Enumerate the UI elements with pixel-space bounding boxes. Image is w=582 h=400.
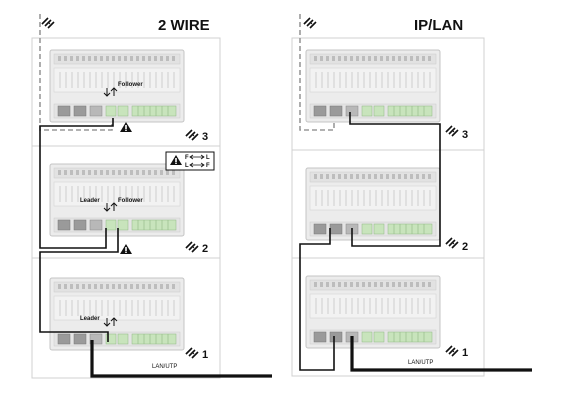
antenna-icon bbox=[445, 345, 459, 357]
panel-1 bbox=[31, 257, 221, 379]
label-leader-1: Leader bbox=[80, 316, 100, 322]
svg-text:F: F bbox=[206, 163, 210, 169]
lan-cable-right bbox=[350, 336, 532, 372]
arrow-up-icon bbox=[110, 87, 118, 96]
arrow-down-icon bbox=[103, 203, 111, 212]
antenna-icon bbox=[41, 17, 55, 29]
warning-icon bbox=[120, 122, 132, 132]
svg-text:L: L bbox=[206, 155, 210, 161]
unit-number-3: 3 bbox=[202, 131, 208, 143]
dashed-boundary bbox=[39, 14, 113, 131]
label-follower-3: Follower bbox=[118, 82, 143, 88]
device-1 bbox=[49, 277, 185, 351]
lan-chain bbox=[299, 112, 441, 371]
title-2wire: 2 WIRE bbox=[158, 17, 210, 34]
antenna-icon bbox=[185, 241, 199, 253]
two-wire-bus bbox=[39, 118, 119, 342]
arrow-up-icon bbox=[110, 202, 118, 211]
leader-follower-swap-box: F L L F bbox=[165, 151, 215, 171]
label-follower-2: Follower bbox=[118, 198, 143, 204]
arrow-down-icon bbox=[103, 88, 111, 97]
lan-cable-left bbox=[90, 340, 272, 378]
unit-number-2: 2 bbox=[202, 243, 208, 255]
warning-icon bbox=[120, 244, 132, 254]
title-ip-lan: IP/LAN bbox=[414, 17, 463, 34]
antenna-icon bbox=[185, 129, 199, 141]
dashed-boundary bbox=[299, 14, 335, 131]
device-2 bbox=[49, 163, 185, 237]
device-1 bbox=[305, 275, 441, 349]
right-section: IP/LAN 3 2 LAN/UTP 1 bbox=[291, 14, 532, 377]
device-3 bbox=[305, 49, 441, 123]
antenna-icon bbox=[185, 347, 199, 359]
unit-number-1: 1 bbox=[202, 349, 208, 361]
label-lan-left: LAN/UTP bbox=[152, 364, 177, 370]
device-3 bbox=[49, 49, 185, 123]
label-lan-right: LAN/UTP bbox=[408, 360, 433, 366]
unit-number-2: 2 bbox=[462, 241, 468, 253]
label-leader-2: Leader bbox=[80, 198, 100, 204]
antenna-icon bbox=[445, 237, 459, 249]
left-section: 2 WIRE Follower 3 F L L bbox=[31, 14, 272, 379]
antenna-icon bbox=[303, 17, 317, 29]
device-2 bbox=[305, 167, 441, 241]
antenna-icon bbox=[445, 125, 459, 137]
svg-text:F: F bbox=[185, 155, 189, 161]
arrow-up-icon bbox=[110, 317, 118, 326]
svg-text:L: L bbox=[185, 163, 189, 169]
unit-number-3: 3 bbox=[462, 129, 468, 141]
unit-number-1: 1 bbox=[462, 347, 468, 359]
arrow-down-icon bbox=[103, 318, 111, 327]
panel-1 bbox=[291, 257, 485, 377]
